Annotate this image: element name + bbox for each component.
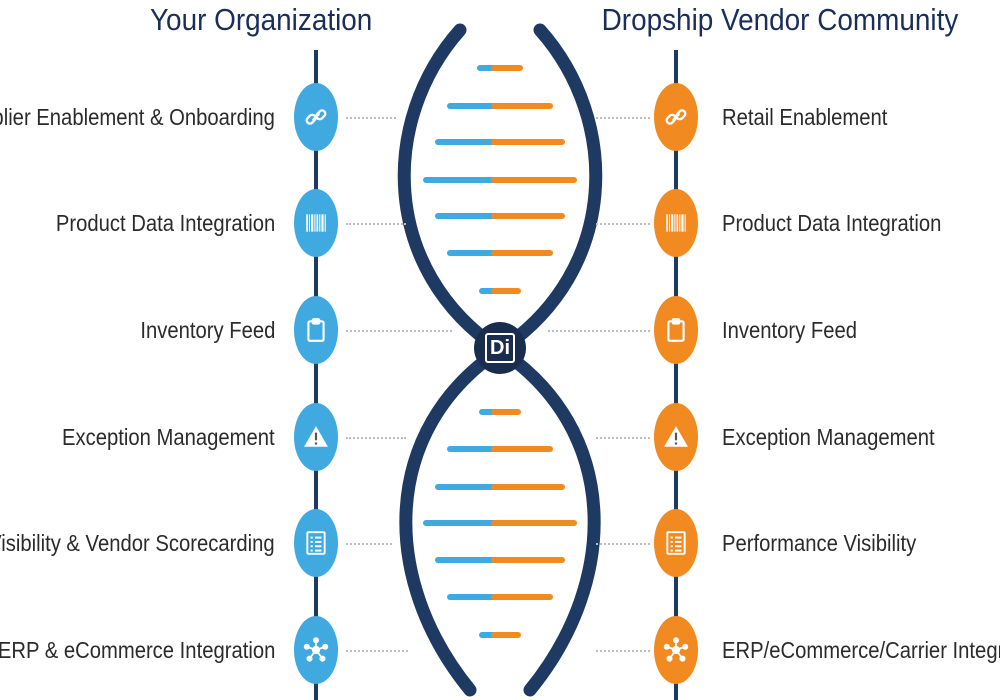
left-spine-line	[314, 50, 318, 700]
right-item-badge	[654, 296, 698, 364]
right-item-label: ERP/eCommerce/Carrier Integration	[722, 637, 1000, 663]
right-item-badge	[654, 403, 698, 471]
right-column-title: Dropship Vendor Community	[601, 2, 958, 37]
checklist-icon	[663, 530, 689, 556]
right-item-badge	[654, 83, 698, 151]
barcode-icon	[303, 210, 329, 236]
dotted-connector	[346, 117, 396, 119]
di-logo-text: Di	[485, 333, 515, 363]
right-spine-line	[674, 50, 678, 700]
dotted-connector	[596, 117, 650, 119]
chain-link-icon	[663, 104, 689, 130]
left-item-badge	[294, 509, 338, 577]
right-item-label: Inventory Feed	[722, 317, 858, 343]
clipboard-icon	[663, 317, 689, 343]
chain-link-icon	[303, 104, 329, 130]
left-item-label: Supplier Enablement & Onboarding	[0, 104, 275, 130]
left-item-label: Visibility & Vendor Scorecarding	[0, 530, 275, 556]
left-item-badge	[294, 83, 338, 151]
dotted-connector	[346, 330, 452, 332]
left-item-label: Product Data Integration	[55, 210, 275, 236]
right-item-label: Exception Management	[722, 424, 935, 450]
dotted-connector	[346, 543, 392, 545]
right-item-badge	[654, 616, 698, 684]
left-item-label: Exception Management	[62, 424, 275, 450]
dotted-connector	[346, 223, 406, 225]
clipboard-icon	[303, 317, 329, 343]
checklist-icon	[303, 530, 329, 556]
dotted-connector	[596, 650, 650, 652]
left-item-badge	[294, 189, 338, 257]
right-item-badge	[654, 189, 698, 257]
network-icon	[663, 637, 689, 663]
dotted-connector	[548, 330, 650, 332]
left-item-badge	[294, 616, 338, 684]
right-item-label: Performance Visibility	[722, 530, 917, 556]
barcode-icon	[663, 210, 689, 236]
left-item-label: Inventory Feed	[139, 317, 275, 343]
di-logo: Di	[474, 322, 526, 374]
dotted-connector	[346, 650, 408, 652]
left-item-badge	[294, 296, 338, 364]
warning-icon	[663, 424, 689, 450]
left-item-badge	[294, 403, 338, 471]
warning-icon	[303, 424, 329, 450]
network-icon	[303, 637, 329, 663]
left-column-title: Your Organization	[150, 2, 373, 37]
right-item-label: Product Data Integration	[722, 210, 942, 236]
dotted-connector	[346, 437, 406, 439]
dotted-connector	[596, 543, 650, 545]
dotted-connector	[596, 223, 650, 225]
dotted-connector	[596, 437, 650, 439]
left-item-label: ERP & eCommerce Integration	[0, 637, 275, 663]
right-item-badge	[654, 509, 698, 577]
right-item-label: Retail Enablement	[722, 104, 888, 130]
